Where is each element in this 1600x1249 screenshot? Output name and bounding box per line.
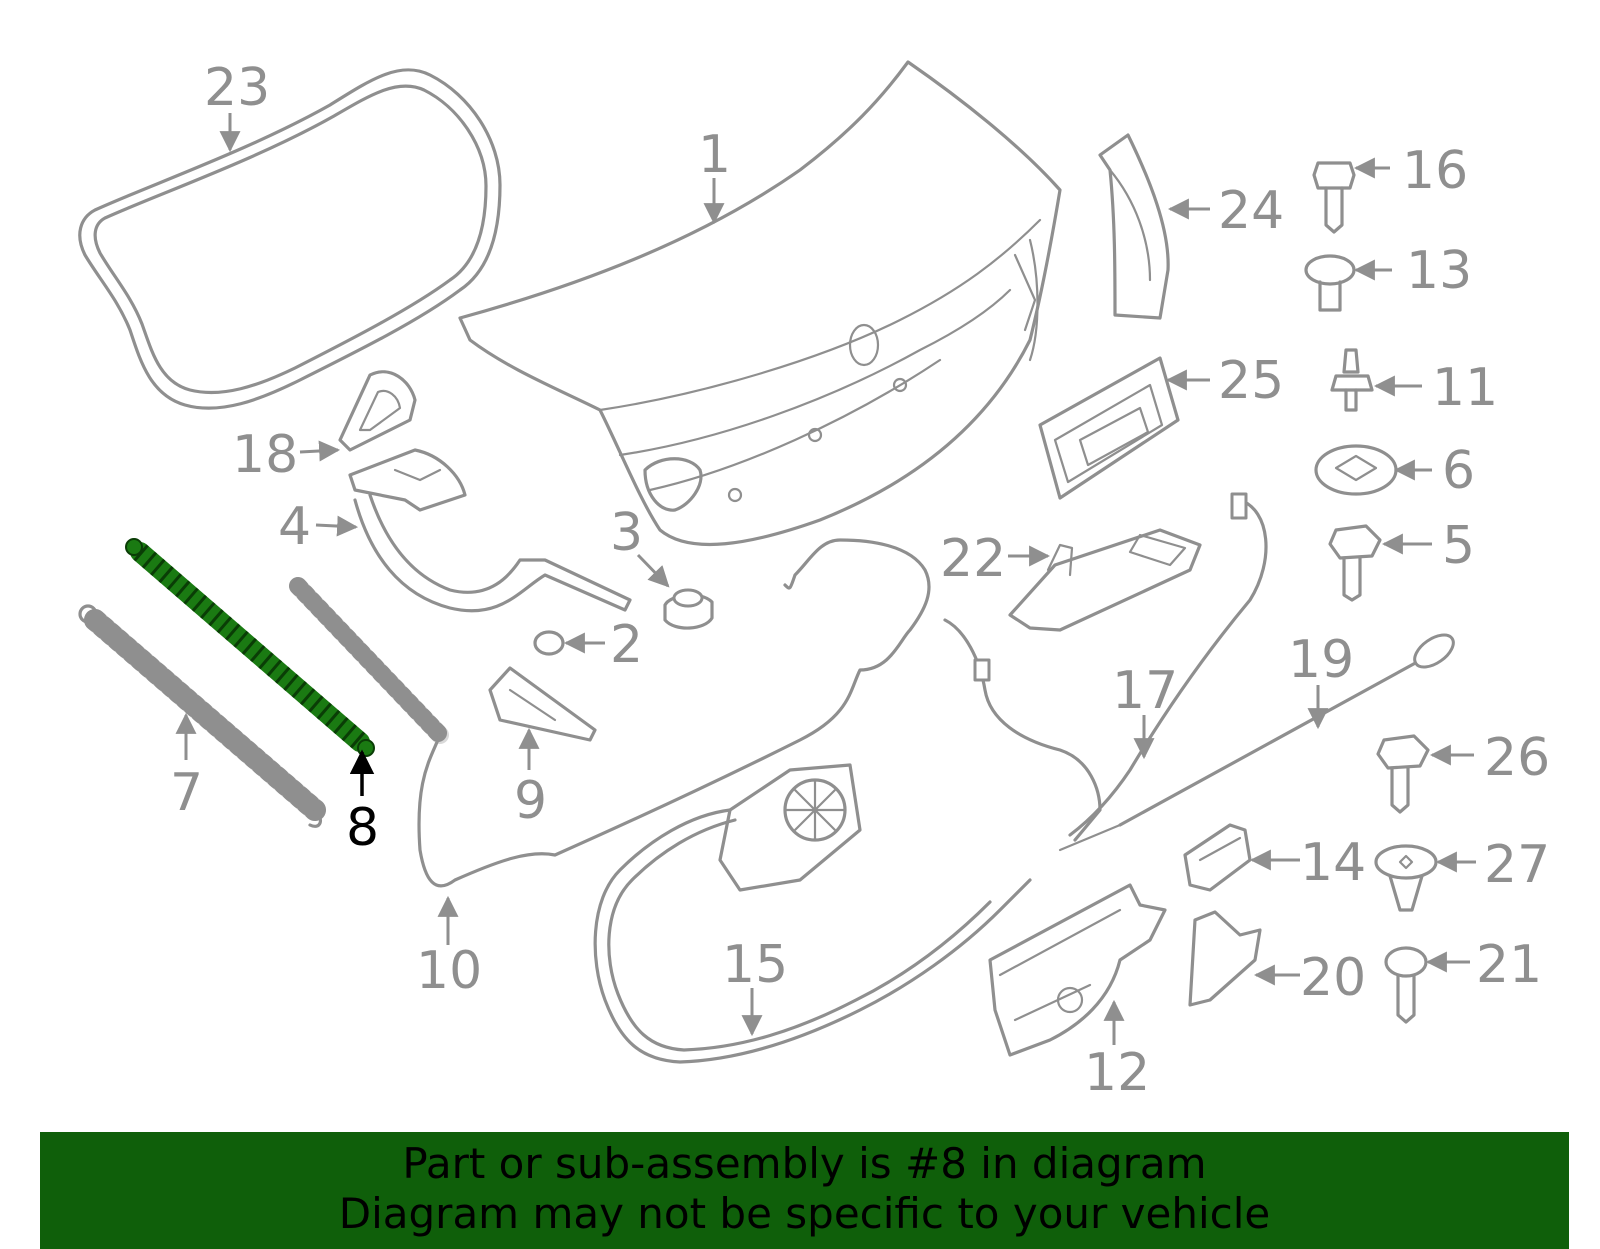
label-13: 13 <box>1406 241 1472 301</box>
label-17: 17 <box>1112 661 1178 721</box>
part-22-handle <box>1008 528 1202 632</box>
label-26: 26 <box>1484 728 1550 788</box>
part-21-bolt <box>1384 946 1428 1024</box>
part-14-bracket <box>1183 823 1252 892</box>
label-21: 21 <box>1476 935 1542 995</box>
label-8: 8 <box>346 798 379 858</box>
callout-labels: 23 1 24 16 13 11 6 5 25 18 4 3 2 22 7 8 … <box>170 58 1550 1103</box>
label-1: 1 <box>698 125 731 185</box>
part-8-spring-highlighted <box>125 538 375 757</box>
part-24-trim-strip <box>1098 133 1170 320</box>
part-10-cable <box>289 538 931 888</box>
label-15: 15 <box>722 935 788 995</box>
part-9-wedge <box>488 666 597 742</box>
label-4: 4 <box>278 497 311 557</box>
part-15-actuator <box>718 763 862 892</box>
banner-part-note: Part or sub-assembly is #8 in diagram <box>402 1139 1207 1188</box>
label-27: 27 <box>1484 835 1550 895</box>
part-5-bolt <box>1328 524 1382 602</box>
part-18-bracket <box>338 370 417 452</box>
part-12-lock <box>988 883 1167 1057</box>
part-4-hinge <box>348 448 632 613</box>
label-18: 18 <box>232 425 298 485</box>
part-19-rod <box>1058 633 1455 852</box>
part-20-bracket <box>1188 910 1262 1007</box>
part-3-bump-stop <box>663 588 714 630</box>
label-22: 22 <box>940 529 1006 589</box>
label-14: 14 <box>1300 833 1366 893</box>
label-20: 20 <box>1300 948 1366 1008</box>
part-2-cap <box>533 630 565 656</box>
leader-arrows <box>175 113 1476 1045</box>
label-10: 10 <box>416 941 482 1001</box>
info-banner: Part or sub-assembly is #8 in diagram Di… <box>40 1132 1569 1249</box>
banner-disclaimer: Diagram may not be specific to your vehi… <box>338 1189 1271 1238</box>
part-15-release-cable <box>593 808 1032 1064</box>
label-5: 5 <box>1442 516 1475 576</box>
part-23-trunk-seal <box>78 68 502 410</box>
label-24: 24 <box>1218 181 1284 241</box>
label-2: 2 <box>610 615 643 675</box>
label-7: 7 <box>170 763 203 823</box>
part-17-harness <box>943 492 1268 842</box>
label-3: 3 <box>610 503 643 563</box>
part-13-bolt <box>1304 254 1356 312</box>
part-26-bolt <box>1376 734 1430 814</box>
label-6: 6 <box>1442 441 1475 501</box>
part-11-stud <box>1330 348 1374 412</box>
label-11: 11 <box>1432 358 1498 418</box>
part-1-trunk-lid <box>458 60 1062 547</box>
part-16-bolt <box>1312 161 1356 234</box>
label-19: 19 <box>1288 630 1354 690</box>
part-27-clip <box>1374 844 1438 912</box>
label-16: 16 <box>1402 141 1468 201</box>
part-25-plate-bracket <box>1038 356 1180 500</box>
part-6-cap <box>1314 444 1398 496</box>
label-25: 25 <box>1218 351 1284 411</box>
label-12: 12 <box>1084 1043 1150 1103</box>
part-7-spring <box>78 604 326 828</box>
label-23: 23 <box>204 58 270 118</box>
label-9: 9 <box>514 771 547 831</box>
